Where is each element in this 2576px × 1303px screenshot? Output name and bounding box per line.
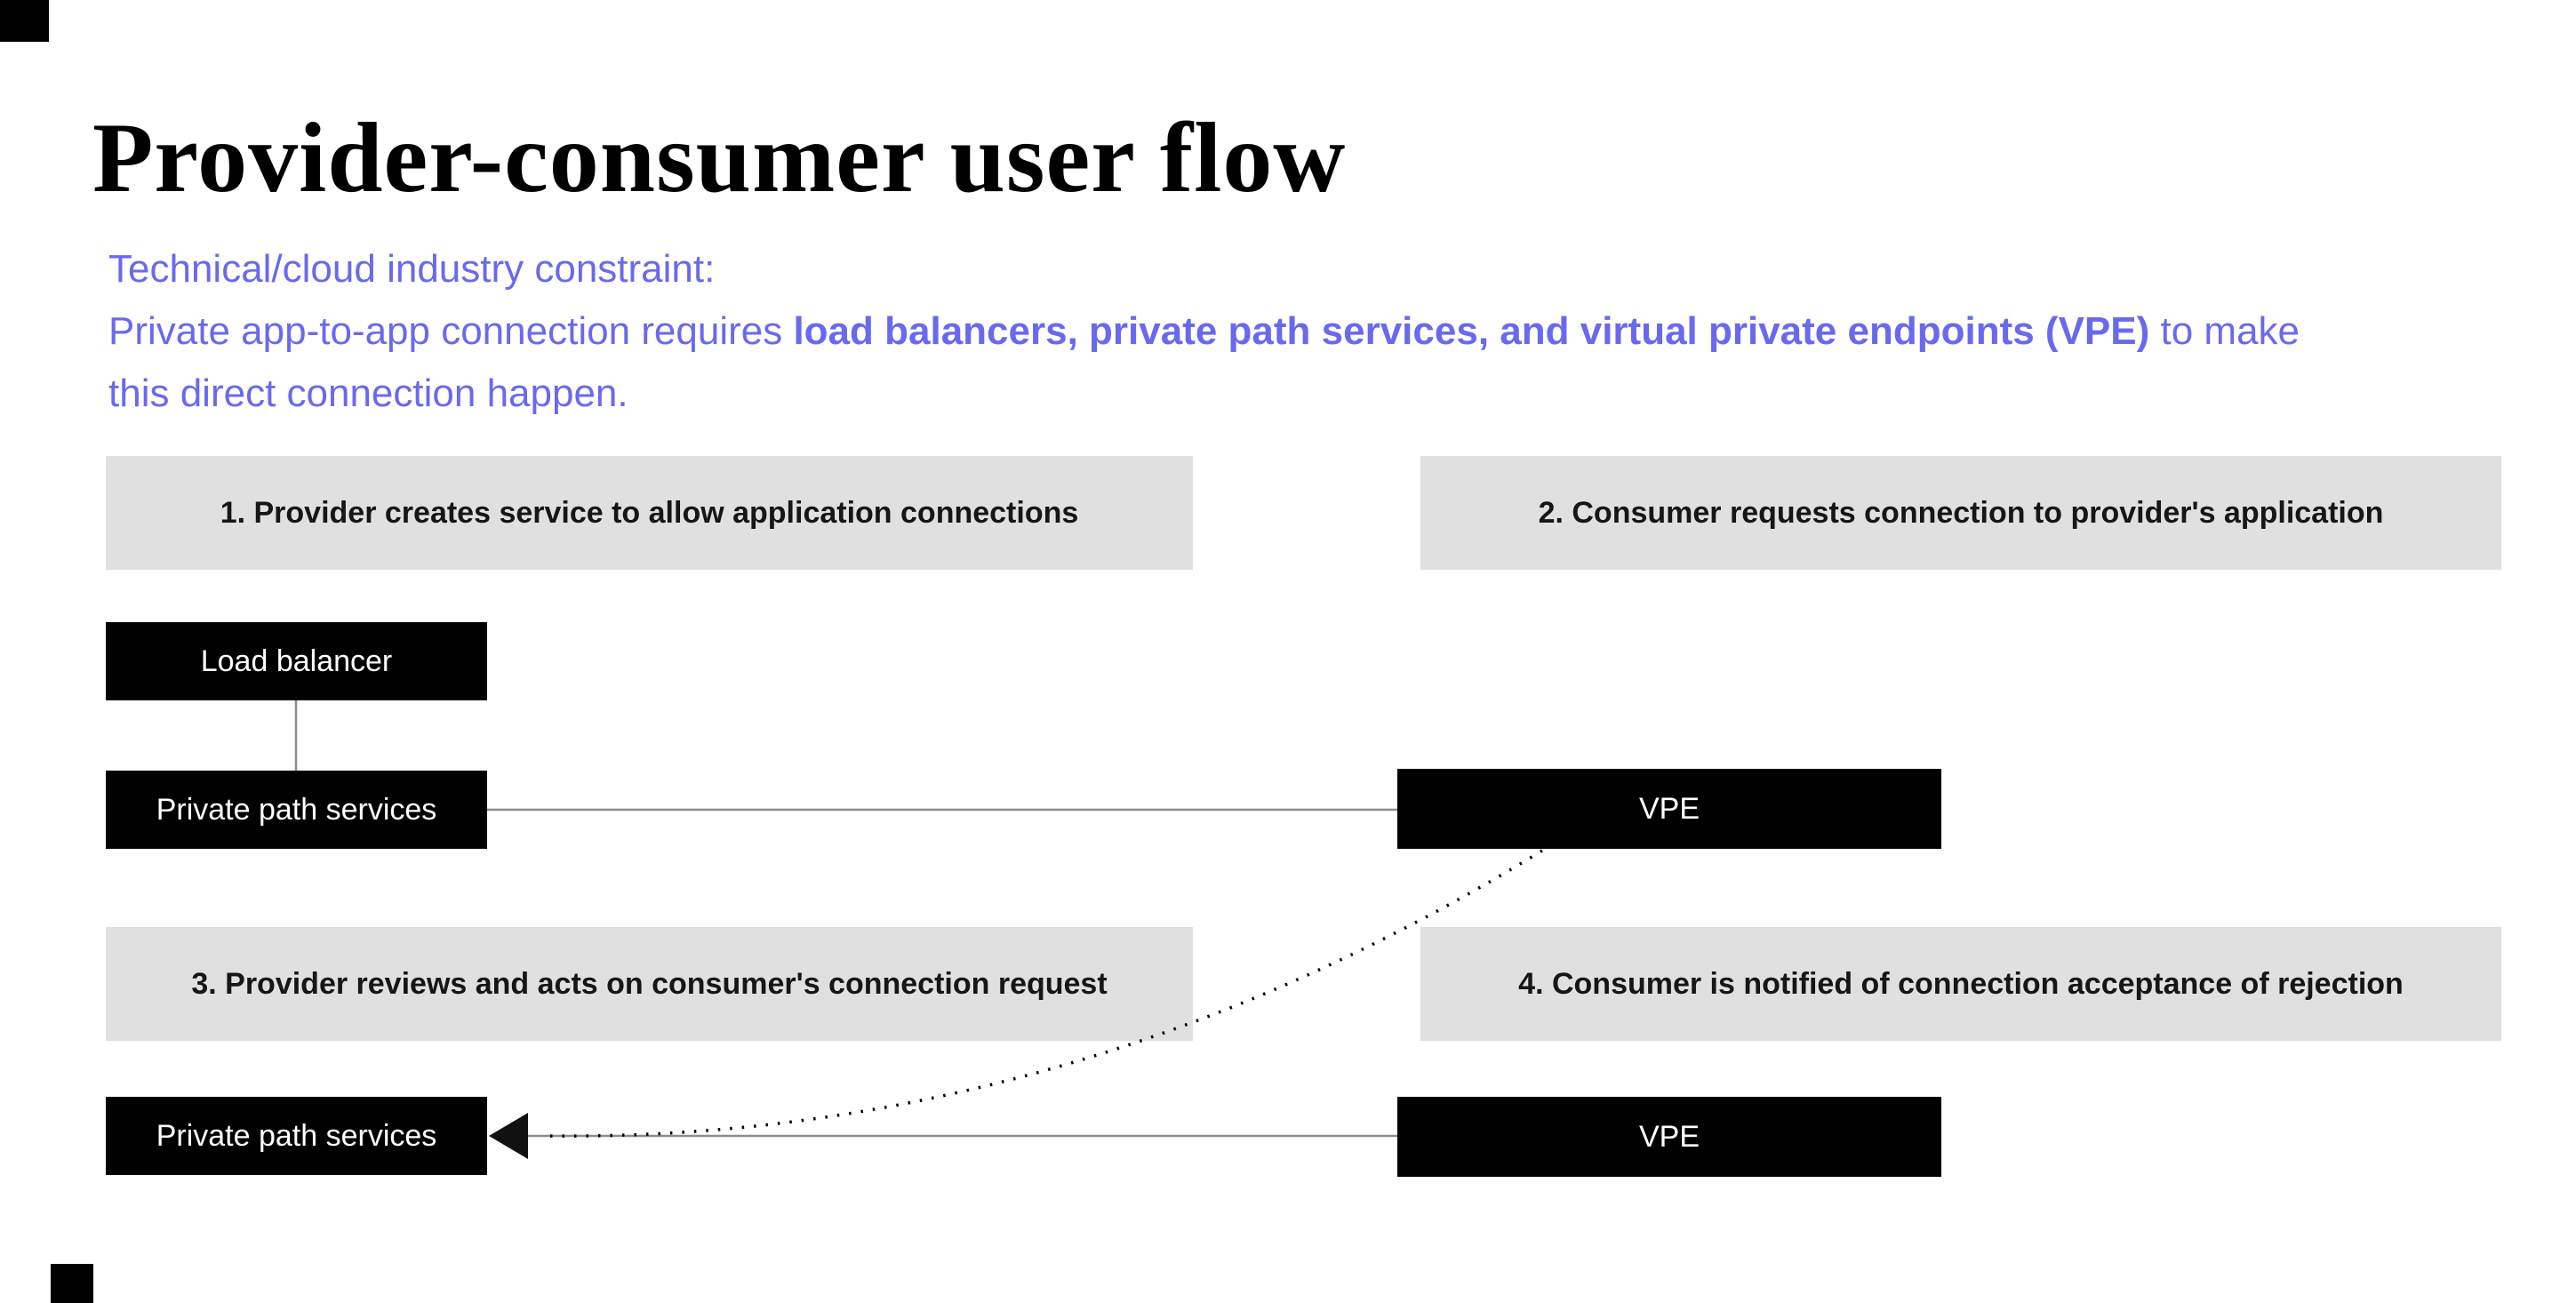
constraint-heading-text: Technical/cloud industry constraint: bbox=[108, 247, 716, 291]
node-load-balancer: Load balancer bbox=[106, 622, 487, 700]
step-box-1: 1. Provider creates service to allow app… bbox=[106, 456, 1193, 570]
step-box-3: 3. Provider reviews and acts on consumer… bbox=[106, 927, 1193, 1041]
corner-mark-bottom-left bbox=[51, 1264, 93, 1303]
step-box-4: 4. Consumer is notified of connection ac… bbox=[1420, 927, 2501, 1041]
constraint-line2-prefix: Private app-to-app connection requires bbox=[108, 309, 794, 353]
node-private-path-services-2: Private path services bbox=[106, 1097, 487, 1175]
constraint-note: Technical/cloud industry constraint: Pri… bbox=[108, 238, 2526, 425]
node-private-path-services-1: Private path services bbox=[106, 771, 487, 849]
node-vpe-2: VPE bbox=[1397, 1097, 1941, 1177]
constraint-line2-suffix: to make bbox=[2149, 309, 2300, 353]
step-box-2: 2. Consumer requests connection to provi… bbox=[1420, 456, 2501, 570]
node-vpe-1: VPE bbox=[1397, 769, 1941, 849]
constraint-line3: this direct connection happen. bbox=[108, 363, 2526, 425]
page-title: Provider-consumer user flow bbox=[92, 103, 1347, 213]
constraint-line2-bold: load balancers, private path services, a… bbox=[793, 309, 2150, 353]
constraint-heading: Technical/cloud industry constraint: bbox=[108, 238, 2526, 300]
constraint-line3-text: this direct connection happen. bbox=[108, 372, 628, 415]
arrowhead-into-pps2 bbox=[489, 1113, 528, 1159]
constraint-line2: Private app-to-app connection requires l… bbox=[108, 300, 2526, 363]
corner-mark-top-left bbox=[0, 0, 49, 42]
